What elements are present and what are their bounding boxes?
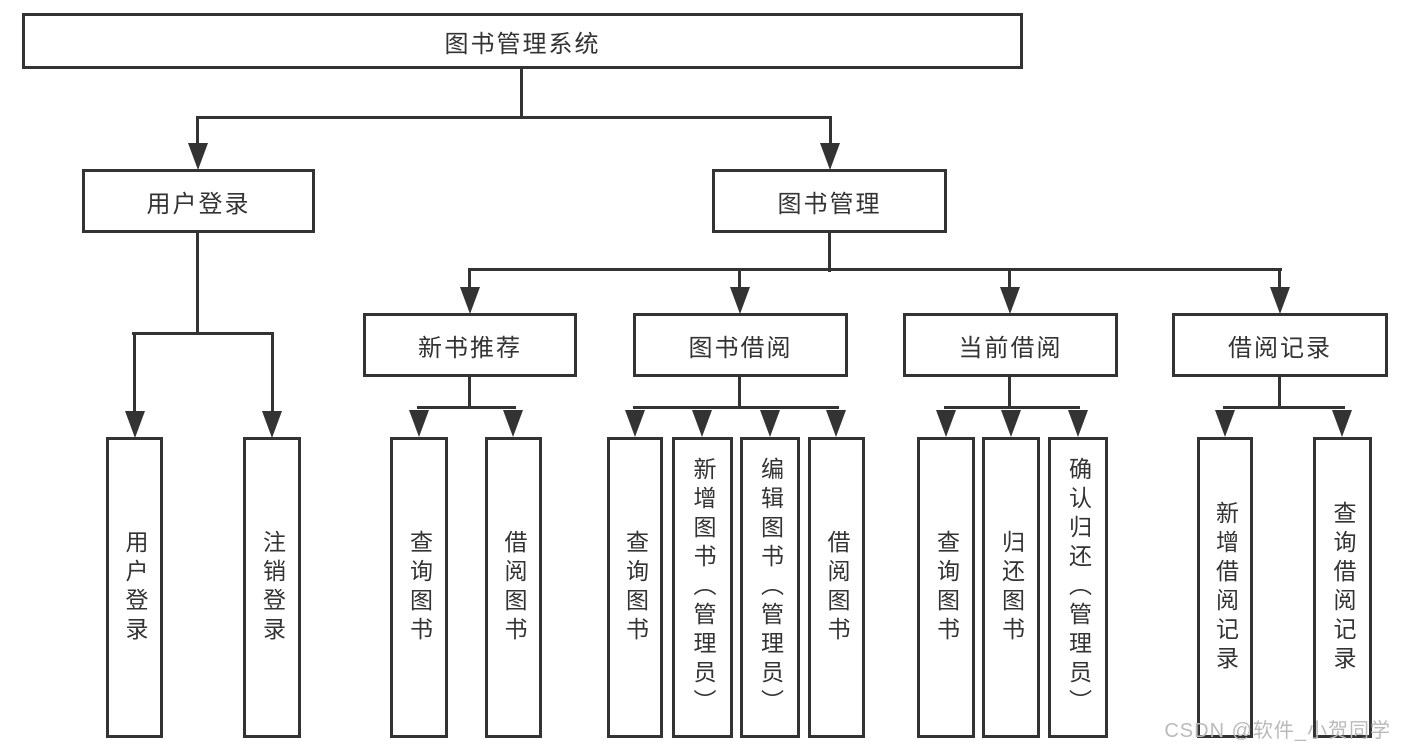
- connector-to-book-borrow: [738, 268, 741, 290]
- arrow-down-icon: [503, 410, 523, 437]
- leaf-user-login: 用户登录: [106, 437, 163, 738]
- arrow-down-icon: [125, 411, 145, 438]
- arrow-down-icon: [625, 410, 645, 437]
- node-user-login: 用户登录: [82, 169, 315, 233]
- leaf-query-borrow-record: 查询借阅记录: [1313, 437, 1372, 738]
- connector-borrow-records-split: [1223, 406, 1345, 409]
- connector-book-management-split: [468, 268, 1282, 271]
- arrow-down-icon: [692, 410, 712, 437]
- node-current-borrow: 当前借阅: [903, 313, 1118, 377]
- connector-new-book-stem: [468, 375, 471, 409]
- node-book-borrow: 图书借阅: [633, 313, 848, 377]
- connector-borrow-records-stem: [1278, 374, 1281, 409]
- leaf-logout: 注销登录: [243, 437, 301, 738]
- leaf-borrow-books: 借阅图书: [808, 437, 865, 738]
- leaf-query-books-recommend: 查询图书: [390, 437, 448, 738]
- arrow-down-icon: [460, 287, 480, 314]
- leaf-query-books-current: 查询图书: [917, 437, 975, 738]
- connector-current-borrow-split: [944, 406, 1080, 409]
- connector-to-leaf-user-login: [133, 332, 136, 414]
- leaf-confirm-return-admin: 确认归还（管理员）: [1048, 437, 1108, 738]
- arrow-down-icon: [820, 143, 840, 170]
- leaf-edit-books-admin: 编辑图书（管理员）: [740, 437, 800, 738]
- connector-user-login-split: [132, 332, 274, 335]
- connector-current-borrow-stem: [1008, 375, 1011, 409]
- leaf-borrow-books-recommend: 借阅图书: [485, 437, 542, 738]
- connector-new-book-split: [417, 406, 516, 409]
- leaf-add-books-admin: 新增图书（管理员）: [672, 437, 733, 738]
- arrow-down-icon: [826, 410, 846, 437]
- connector-to-user-login: [196, 116, 199, 146]
- arrow-down-icon: [1270, 287, 1290, 314]
- connector-book-borrow-stem: [738, 375, 741, 409]
- connector-user-login-stem: [196, 230, 199, 335]
- connector-root-split: [196, 116, 832, 119]
- connector-book-management-stem: [828, 230, 831, 272]
- connector-book-borrow-split: [633, 406, 839, 409]
- arrow-down-icon: [1001, 410, 1021, 437]
- node-borrow-records: 借阅记录: [1172, 313, 1388, 377]
- arrow-down-icon: [936, 410, 956, 437]
- leaf-return-books: 归还图书: [982, 437, 1040, 738]
- node-new-book-recommend: 新书推荐: [363, 313, 577, 377]
- connector-to-leaf-logout: [271, 332, 274, 414]
- connector-root-stem: [520, 66, 523, 119]
- arrow-down-icon: [1332, 410, 1352, 437]
- arrow-down-icon: [1068, 410, 1088, 437]
- leaf-add-borrow-record: 新增借阅记录: [1197, 437, 1253, 738]
- arrow-down-icon: [730, 287, 750, 314]
- arrow-down-icon: [188, 143, 208, 170]
- connector-to-borrow-records: [1278, 268, 1281, 290]
- node-root-library-system: 图书管理系统: [22, 13, 1023, 69]
- node-book-management: 图书管理: [712, 169, 947, 233]
- arrow-down-icon: [1215, 410, 1235, 437]
- arrow-down-icon: [409, 410, 429, 437]
- arrow-down-icon: [760, 410, 780, 437]
- connector-to-book-management: [829, 116, 832, 146]
- csdn-watermark: CSDN @软件_小贺同学: [1164, 720, 1391, 742]
- arrow-down-icon: [262, 411, 282, 438]
- leaf-query-books-borrow: 查询图书: [607, 437, 663, 738]
- arrow-down-icon: [1000, 287, 1020, 314]
- connector-to-current-borrow: [1008, 268, 1011, 290]
- connector-to-new-book: [468, 268, 471, 290]
